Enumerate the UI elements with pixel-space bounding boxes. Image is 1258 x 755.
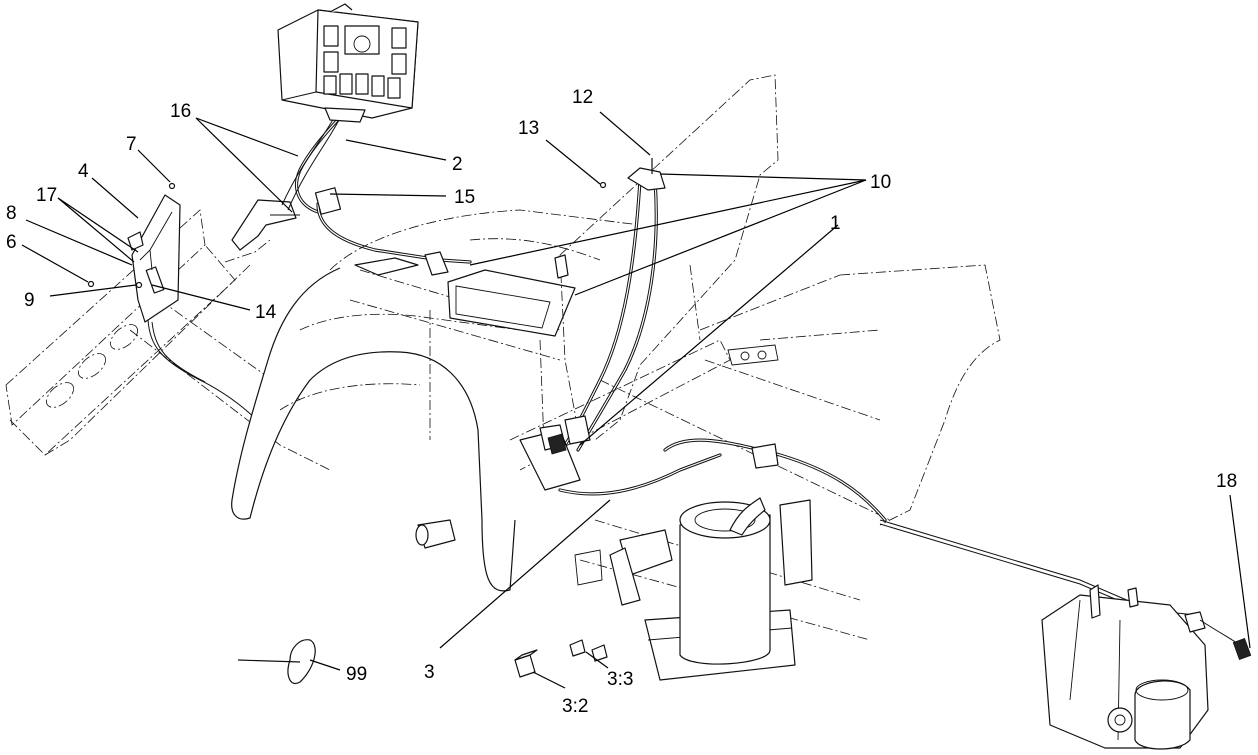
switch-mount-bracket <box>87 182 276 441</box>
callout-3: 3 <box>424 662 435 683</box>
transaxle <box>1041 584 1252 750</box>
center-frame <box>509 339 887 641</box>
harness-1 <box>563 158 666 452</box>
right-deck-panel <box>599 264 1001 526</box>
callout-7: 7 <box>126 134 137 155</box>
callout-14: 14 <box>255 302 277 323</box>
rear-body <box>231 209 641 592</box>
callout-13: 13 <box>518 118 539 139</box>
callout-99: 99 <box>346 664 367 685</box>
callout-17: 17 <box>36 185 57 206</box>
callout-10: 10 <box>870 172 891 193</box>
fuse-3-3 <box>569 639 608 662</box>
callout-16: 16 <box>170 101 191 122</box>
leader-lines <box>21 111 1251 689</box>
callout-9: 9 <box>24 290 35 311</box>
sensor-cable <box>879 519 1196 616</box>
callout-labels: 1 2 3 3:2 3:3 4 6 7 8 9 10 12 13 14 15 1… <box>6 87 1237 717</box>
callout-3-3: 3:3 <box>607 669 633 690</box>
callout-3-2: 3:2 <box>562 696 588 717</box>
seat-back-panel <box>554 74 779 441</box>
callout-15: 15 <box>454 187 475 208</box>
control-box <box>277 3 419 119</box>
relay-3-2 <box>514 649 538 678</box>
tie-strap-99 <box>237 639 316 684</box>
callout-12: 12 <box>572 87 593 108</box>
harness-2 <box>281 107 472 264</box>
callout-6: 6 <box>6 232 17 253</box>
motor-assembly <box>574 497 813 681</box>
seat-bracket <box>224 199 300 263</box>
callout-2: 2 <box>452 154 463 175</box>
callout-1: 1 <box>830 213 841 234</box>
callout-18: 18 <box>1216 471 1237 492</box>
callout-8: 8 <box>6 203 17 224</box>
callout-4: 4 <box>78 161 89 182</box>
